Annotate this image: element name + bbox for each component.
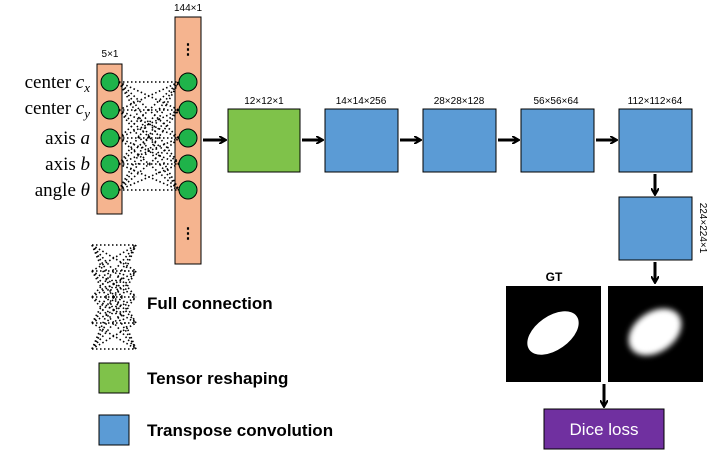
- full-connection-line: [118, 81, 180, 111]
- param-label-axis-b: axis b: [45, 154, 90, 175]
- hidden-ellipsis-bottom: ⋮: [181, 225, 196, 242]
- legend-connection-line: [91, 244, 137, 272]
- hidden-ellipsis-top: ⋮: [181, 41, 196, 58]
- transpose-conv-block-2: [422, 108, 497, 173]
- legend-connection-line: [91, 322, 137, 350]
- reshape-block: [227, 108, 301, 173]
- legend-connection-line: [91, 270, 137, 324]
- legend-connection-line: [91, 296, 137, 324]
- input-neuron: [100, 100, 120, 120]
- block-label-conv1: 14×14×256: [336, 96, 387, 107]
- block-label-conv5: 224×224×1: [697, 203, 708, 254]
- full-connection-line: [118, 109, 180, 191]
- legend-reshape-label: Tensor reshaping: [147, 369, 288, 388]
- transpose-conv-block-4: [618, 108, 693, 173]
- full-connection-line: [118, 137, 180, 191]
- dice-loss-box: [543, 408, 665, 450]
- full-connection-lines: [118, 81, 180, 191]
- legend-connection-line: [91, 322, 137, 350]
- transpose-conv-block-1: [324, 108, 399, 173]
- full-connection-line: [118, 81, 180, 165]
- legend-connection-line: [91, 270, 137, 324]
- predicted-ellipse: [628, 308, 682, 356]
- full-connection-line: [118, 81, 180, 165]
- legend-connection-line: [91, 296, 137, 324]
- input-size-label: 5×1: [102, 49, 119, 60]
- full-connection-line: [118, 81, 180, 191]
- gt-ellipse: [527, 311, 579, 355]
- legend-connection-line: [91, 296, 137, 350]
- full-connection-line: [118, 81, 180, 191]
- hidden-neurons: [178, 72, 198, 200]
- hidden-neuron: [178, 72, 198, 92]
- legend-full-connection-icon: [91, 244, 137, 350]
- legend-connection-line: [91, 270, 137, 350]
- legend-connection-line: [91, 244, 137, 298]
- gt-label: GT: [546, 270, 563, 284]
- legend-connection-line: [91, 244, 137, 298]
- transpose-conv-block-3: [520, 108, 595, 173]
- hidden-size-label: 144×1: [174, 3, 203, 14]
- full-connection-line: [118, 137, 180, 191]
- param-label-center-y: center cy: [25, 98, 91, 121]
- input-neuron: [100, 72, 120, 92]
- input-neuron: [100, 128, 120, 148]
- legend-full-connection-label: Full connection: [147, 294, 273, 313]
- block-label-conv2: 28×28×128: [434, 96, 485, 107]
- dice-loss-label: Dice loss: [570, 420, 639, 439]
- legend-reshape-swatch: [98, 362, 130, 394]
- legend-connection-line: [91, 296, 137, 350]
- input-neuron: [100, 180, 120, 200]
- block-label-conv3: 56×56×64: [533, 96, 578, 107]
- hidden-neuron: [178, 180, 198, 200]
- legend-connection-line: [91, 270, 137, 298]
- legend-connection-line: [91, 244, 137, 350]
- param-label-center-x: center cx: [25, 72, 91, 95]
- transpose-conv-block-5: [618, 196, 693, 261]
- block-label-conv4: 112×112×64: [628, 96, 683, 107]
- legend-transpose-label: Transpose convolution: [147, 421, 333, 440]
- param-label-angle: angle θ: [35, 180, 90, 201]
- full-connection-line: [118, 163, 180, 191]
- full-connection-line: [118, 109, 180, 139]
- param-label-axis-a: axis a: [45, 128, 90, 149]
- legend-transpose-swatch: [98, 414, 130, 446]
- block-label-reshape: 12×12×1: [244, 96, 284, 107]
- hidden-neuron: [178, 128, 198, 148]
- hidden-neuron: [178, 154, 198, 174]
- full-connection-line: [118, 109, 180, 191]
- hidden-neuron: [178, 100, 198, 120]
- legend-connection-line: [91, 270, 137, 298]
- input-neuron: [100, 154, 120, 174]
- full-connection-line: [118, 81, 180, 139]
- legend-connection-line: [91, 244, 137, 324]
- legend-connection-line: [91, 244, 137, 272]
